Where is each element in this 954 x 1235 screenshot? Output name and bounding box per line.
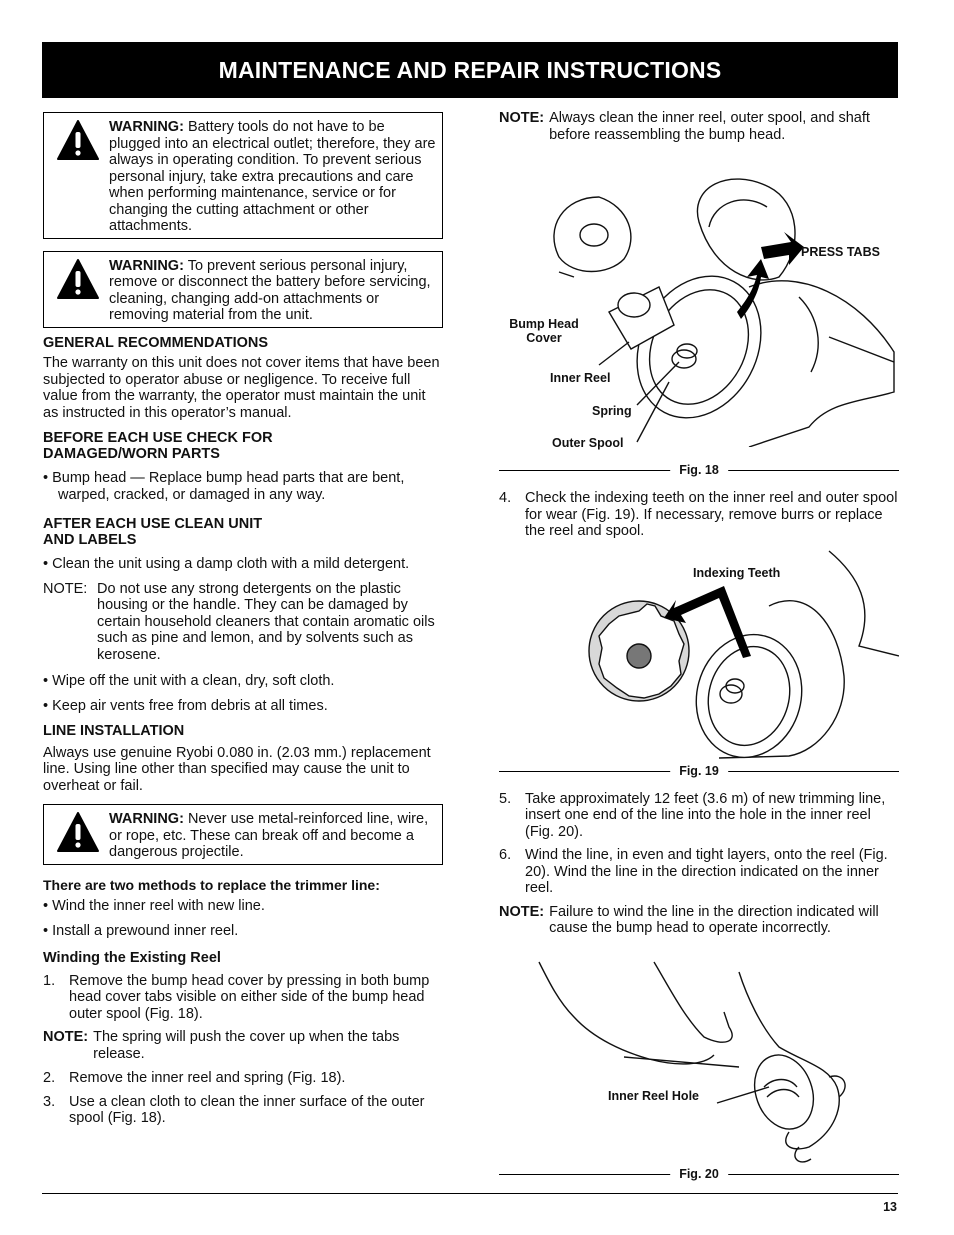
fig19-illustration <box>588 549 899 759</box>
fig18-caption: Fig. 18 <box>499 463 899 477</box>
line-install-body: Always use genuine Ryobi 0.080 in. (2.03… <box>43 744 431 794</box>
warning-label: WARNING: <box>109 257 184 274</box>
label-indexing-teeth: Indexing Teeth <box>693 565 781 580</box>
step-2: 2. Remove the inner reel and spring (Fig.… <box>43 1070 443 1087</box>
after-use-bullet-1: • Clean the unit using a damp cloth with… <box>43 556 410 572</box>
general-heading: GENERAL RECOMMENDATIONS <box>43 334 269 351</box>
warning-text: WARNING: To prevent serious personal inj… <box>109 256 439 324</box>
note-label: NOTE: <box>499 903 545 920</box>
warning-text: WARNING: Never use metal-reinforced line… <box>109 809 439 861</box>
step-text: Check the indexing teeth on the inner re… <box>525 490 898 539</box>
heading-line: AND LABELS <box>43 531 137 548</box>
warning-body: Battery tools do not have to be plugged … <box>109 119 436 234</box>
step-number: 1. <box>43 972 56 989</box>
heading-line: AFTER EACH USE CLEAN UNIT <box>43 516 263 532</box>
wind-direction-note: NOTE:Failure to wind the line in the dir… <box>499 904 899 937</box>
label-line: Cover <box>526 331 562 345</box>
step-6: 6. Wind the line, in even and tight layer… <box>499 847 899 897</box>
note-text: Failure to wind the line in the directio… <box>549 903 879 937</box>
note-text: Do not use any strong detergents on the … <box>97 580 435 663</box>
step-5: 5. Take approximately 12 feet (3.6 m) of … <box>499 791 899 841</box>
warning-body: To prevent serious personal injury, remo… <box>109 257 431 324</box>
note-label: NOTE: <box>43 580 88 597</box>
page-title: MAINTENANCE AND REPAIR INSTRUCTIONS <box>42 42 898 98</box>
warning-box-battery: WARNING: Battery tools do not have to be… <box>43 112 443 239</box>
after-use-bullet-2: • Wipe off the unit with a clean, dry, s… <box>43 673 335 689</box>
after-use-note: NOTE: Do not use any strong detergents o… <box>43 581 443 664</box>
step-text: Remove the inner reel and spring (Fig. 1… <box>69 1070 346 1086</box>
label-inner-reel-hole: Inner Reel Hole <box>608 1088 699 1103</box>
warning-box-metal-line: WARNING: Never use metal-reinforced line… <box>43 804 443 865</box>
method-1: • Wind the inner reel with new line. <box>43 898 265 914</box>
note-label: NOTE: <box>499 110 545 126</box>
warning-label: WARNING: <box>109 811 184 827</box>
warning-icon <box>47 256 109 324</box>
label-outer-spool: Outer Spool <box>552 436 624 450</box>
note-text: The spring will push the cover up when t… <box>93 1029 400 1062</box>
line-install-heading: LINE INSTALLATION <box>43 723 185 739</box>
note-text: Always clean the inner reel, outer spool… <box>549 110 870 143</box>
step-text: Use a clean cloth to clean the inner sur… <box>69 1093 425 1127</box>
warning-box-disconnect: WARNING: To prevent serious personal inj… <box>43 250 443 328</box>
left-column: WARNING: Battery tools do not have to be… <box>43 112 443 1127</box>
reassemble-note: NOTE:Always clean the inner reel, outer … <box>499 110 899 143</box>
step-1: 1. Remove the bump head cover by pressing… <box>43 973 443 1023</box>
heading-line: BEFORE EACH USE CHECK FOR <box>43 430 273 446</box>
figure-19: Indexing Teeth <box>499 546 899 762</box>
label-spring: Spring <box>592 404 632 418</box>
footer-rule <box>42 1193 898 1194</box>
step-3: 3. Use a clean cloth to clean the inner s… <box>43 1094 443 1127</box>
fig20-illustration <box>538 961 846 1163</box>
before-use-bullet: • Bump head — Replace bump head parts th… <box>43 470 405 503</box>
right-column: NOTE:Always clean the inner reel, outer … <box>499 110 899 1181</box>
step-text: Wind the line, in even and tight layers,… <box>525 847 888 896</box>
page-number: 13 <box>883 1200 897 1214</box>
warning-text: WARNING: Battery tools do not have to be… <box>109 117 439 235</box>
methods-heading: There are two methods to replace the tri… <box>43 876 380 893</box>
general-body: The warranty on this unit does not cover… <box>43 355 440 421</box>
warning-icon <box>47 117 109 235</box>
caption-text: Fig. 20 <box>670 1166 728 1181</box>
note-label: NOTE: <box>43 1029 89 1045</box>
winding-heading: Winding the Existing Reel <box>43 950 221 966</box>
warning-icon <box>47 809 109 861</box>
winding-note: NOTE:The spring will push the cover up w… <box>43 1029 443 1062</box>
figure-20: Inner Reel Hole <box>499 947 899 1167</box>
fig19-caption: Fig. 19 <box>499 763 899 778</box>
caption-text: Fig. 19 <box>670 763 728 778</box>
step-text: Take approximately 12 feet (3.6 m) of ne… <box>525 790 886 840</box>
warning-body: Never use metal-reinforced line, wire, o… <box>109 811 429 860</box>
heading-line: DAMAGED/WORN PARTS <box>43 445 220 462</box>
label-press-tabs: PRESS TABS <box>801 245 880 259</box>
method-2: • Install a prewound inner reel. <box>43 922 239 939</box>
step-number: 5. <box>499 790 512 807</box>
label-inner-reel: Inner Reel <box>550 371 611 385</box>
fig20-caption: Fig. 20 <box>499 1166 899 1181</box>
step-4: 4. Check the indexing teeth on the inner … <box>499 490 899 540</box>
step-text: Remove the bump head cover by pressing i… <box>69 972 430 1022</box>
step-number: 2. <box>43 1070 56 1086</box>
step-number: 4. <box>499 490 512 506</box>
caption-text: Fig. 18 <box>670 463 728 477</box>
after-use-bullet-3: • Keep air vents free from debris at all… <box>43 697 328 714</box>
label-line: Bump Head <box>509 317 579 331</box>
step-number: 3. <box>43 1093 56 1110</box>
fig18-illustration <box>553 178 895 447</box>
warning-label: WARNING: <box>109 119 184 135</box>
step-number: 6. <box>499 847 512 863</box>
